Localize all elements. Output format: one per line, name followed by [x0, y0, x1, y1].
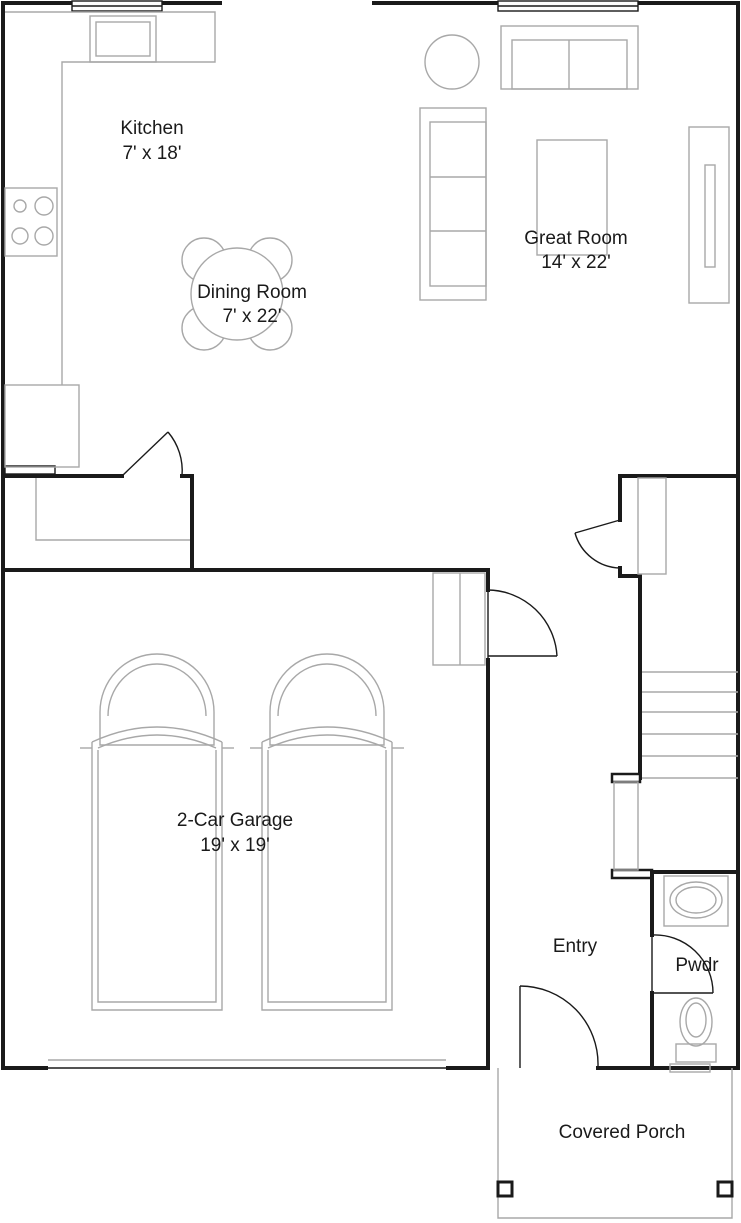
interior-walls [1, 465, 740, 1070]
front-door [519, 985, 711, 1073]
side-table-icon [424, 34, 480, 90]
powder-door [651, 934, 714, 994]
great-room-size: 14' x 22' [541, 252, 611, 273]
exterior-walls [1, 1, 740, 1070]
kitchen-size: 7' x 18' [122, 143, 181, 164]
kitchen-fixtures [4, 11, 216, 541]
dining-name: Dining Room [197, 282, 307, 303]
covered-porch [496, 1068, 734, 1219]
entry-name: Entry [553, 936, 598, 957]
powder-name: Pwdr [675, 955, 719, 976]
pantry-door [121, 431, 183, 477]
dining-table-icon [181, 237, 293, 351]
stove-icon [4, 187, 58, 257]
powder-fixtures [663, 875, 729, 1063]
car-icon-left [80, 653, 234, 1011]
coffee-table-icon [536, 139, 608, 256]
car-icon-right [250, 653, 404, 1011]
closet-door [574, 477, 667, 575]
garage-shelf-icon [432, 572, 486, 666]
vanity-icon [663, 875, 729, 927]
porch-name: Covered Porch [559, 1122, 686, 1143]
staircase [613, 671, 738, 871]
garage-door-to-house [487, 589, 558, 660]
garage-overhead-door [48, 1059, 446, 1072]
garage-name: 2-Car Garage [177, 810, 293, 831]
kitchen-name: Kitchen [120, 118, 183, 139]
garage-fixtures [432, 572, 486, 666]
sink-icon [89, 15, 157, 63]
garage-size: 19' x 19' [200, 835, 270, 856]
refrigerator-icon [4, 384, 80, 468]
great-room-name: Great Room [524, 228, 627, 249]
fireplace-icon [688, 126, 730, 304]
toilet-icon [675, 997, 717, 1063]
dining-size: 7' x 22' [222, 306, 281, 327]
room-labels: Kitchen 7' x 18' Dining Room 7' x 22' Gr… [120, 118, 719, 1143]
great-room-furniture [419, 25, 730, 304]
top-windows [71, 0, 639, 12]
